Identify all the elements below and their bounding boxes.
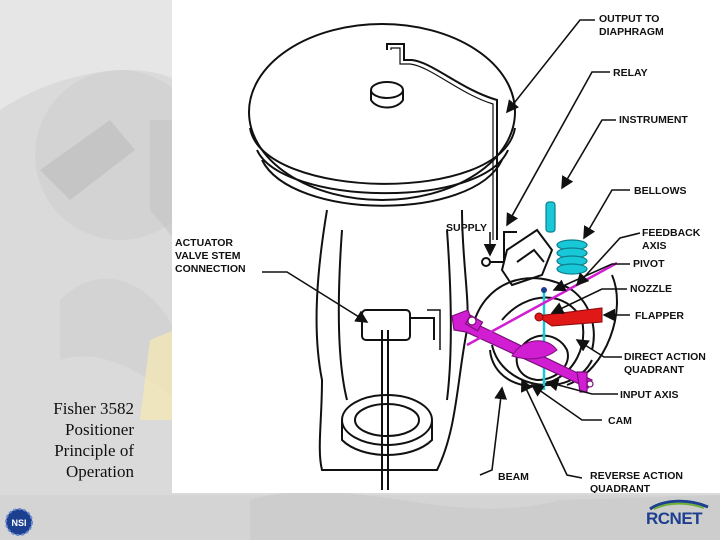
label-instrument: INSTRUMENT — [619, 114, 688, 126]
positioner-diagram: OUTPUT TO DIAPHRAGM RELAY INSTRUMENT BEL… — [175, 13, 706, 493]
svg-text:VALVE STEM: VALVE STEM — [175, 250, 241, 262]
svg-text:AXIS: AXIS — [642, 240, 667, 252]
label-cam: CAM — [608, 415, 632, 427]
label-nozzle: NOZZLE — [630, 283, 672, 295]
label-actuator-2: VALVE STEM — [175, 250, 241, 262]
caption-line-3: Principle of — [54, 441, 134, 460]
label-feedback-axis-1: FEEDBACK — [642, 227, 701, 239]
label-reverse-action-1: REVERSE ACTION — [590, 470, 683, 482]
svg-text:FEEDBACK: FEEDBACK — [642, 227, 701, 239]
svg-text:CONNECTION: CONNECTION — [175, 263, 246, 275]
slide-caption: Fisher 3582 Positioner Principle of Oper… — [8, 398, 134, 482]
diagram-panel: OUTPUT TO DIAPHRAGM RELAY INSTRUMENT BEL… — [172, 0, 720, 493]
caption-line-2: Positioner — [65, 420, 134, 439]
label-output-to-diaphragm-2: DIAPHRAGM — [599, 26, 664, 38]
label-supply: SUPPLY — [446, 222, 487, 234]
svg-text:DIRECT ACTION: DIRECT ACTION — [624, 351, 706, 363]
label-reverse-action-2: QUADRANT — [590, 483, 651, 493]
label-pivot: PIVOT — [633, 258, 665, 270]
caption-line-1: Fisher 3582 — [53, 399, 134, 418]
label-beam: BEAM — [498, 471, 529, 483]
positioner-drawing — [248, 23, 618, 490]
label-direct-action-1: DIRECT ACTION — [624, 351, 706, 363]
rcnet-swoosh-icon — [649, 499, 709, 511]
rcnet-logo-text: RCNET — [646, 509, 703, 528]
svg-text:REVERSE ACTION: REVERSE ACTION — [590, 470, 683, 482]
label-input-axis: INPUT AXIS — [620, 389, 679, 401]
label-actuator-1: ACTUATOR — [175, 237, 233, 249]
svg-text:DIAPHRAGM: DIAPHRAGM — [599, 26, 664, 38]
label-bellows: BELLOWS — [634, 185, 687, 197]
bellows-icon — [545, 201, 588, 275]
svg-text:OUTPUT TO: OUTPUT TO — [599, 13, 659, 25]
caption-line-4: Operation — [66, 462, 134, 481]
leader-lines — [262, 19, 641, 479]
pivot-point — [541, 287, 547, 293]
nsi-logo-icon: NSI — [5, 508, 33, 536]
diagram-labels: OUTPUT TO DIAPHRAGM RELAY INSTRUMENT BEL… — [175, 13, 706, 493]
svg-text:QUADRANT: QUADRANT — [590, 483, 651, 493]
cam-icon — [511, 340, 558, 360]
nsi-logo-text: NSI — [11, 518, 26, 528]
rcnet-logo: RCNET — [640, 497, 718, 539]
label-output-to-diaphragm-1: OUTPUT TO — [599, 13, 659, 25]
svg-text:QUADRANT: QUADRANT — [624, 364, 685, 376]
svg-text:ACTUATOR: ACTUATOR — [175, 237, 233, 249]
label-actuator-3: CONNECTION — [175, 263, 246, 275]
flapper-icon — [535, 307, 603, 327]
label-relay: RELAY — [613, 67, 648, 79]
label-feedback-axis-2: AXIS — [642, 240, 667, 252]
label-flapper: FLAPPER — [635, 310, 684, 322]
label-direct-action-2: QUADRANT — [624, 364, 685, 376]
feedback-axis-line — [466, 261, 618, 347]
